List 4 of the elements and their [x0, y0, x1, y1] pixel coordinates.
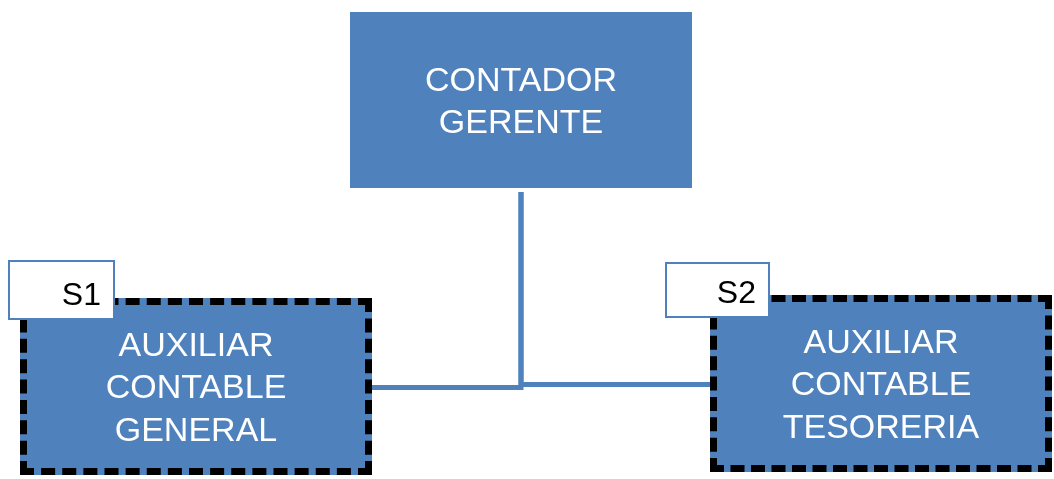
tag-box: S1 — [8, 260, 115, 320]
role-box: CONTADOR GERENTE — [350, 12, 692, 188]
connector-line — [518, 192, 710, 387]
tag-box: S2 — [665, 262, 770, 318]
